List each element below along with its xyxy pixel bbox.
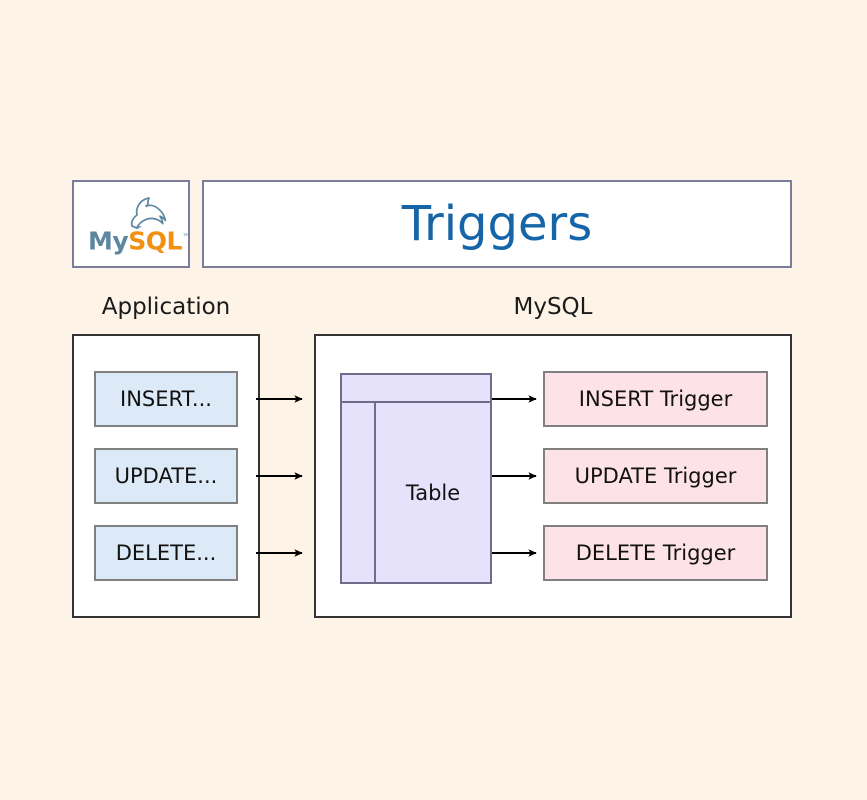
mysql-wordmark-my: My (88, 226, 129, 256)
page-title: Triggers (401, 196, 593, 252)
table-label: Table (405, 480, 461, 505)
statement-label: UPDATE... (114, 464, 218, 488)
statement-label: INSERT... (120, 387, 212, 411)
statement-box-update[interactable]: UPDATE... (94, 448, 238, 504)
table-header-divider (342, 401, 490, 403)
statement-box-delete[interactable]: DELETE... (94, 525, 238, 581)
arrows-application-to-table (256, 395, 303, 557)
trigger-label: INSERT Trigger (578, 387, 733, 411)
mysql-trademark: ™ (181, 233, 191, 243)
mysql-caption: MySQL (513, 294, 593, 320)
table-column-divider (374, 403, 376, 582)
trigger-box-update[interactable]: UPDATE Trigger (543, 448, 768, 504)
statement-label: DELETE... (115, 541, 217, 565)
dolphin-icon (130, 197, 167, 230)
table-shape[interactable]: Table (340, 373, 492, 584)
application-caption: Application (101, 294, 231, 320)
mysql-wordmark: MySQL™ (88, 224, 191, 256)
mysql-logo: MySQL™ (88, 196, 191, 256)
mysql-wordmark-sql: SQL (128, 226, 182, 256)
trigger-label: UPDATE Trigger (574, 464, 737, 488)
title-box: Triggers (202, 180, 792, 268)
trigger-box-delete[interactable]: DELETE Trigger (543, 525, 768, 581)
mysql-logo-inner: MySQL™ (74, 182, 191, 266)
trigger-label: DELETE Trigger (575, 541, 736, 565)
trigger-box-insert[interactable]: INSERT Trigger (543, 371, 768, 427)
statement-box-insert[interactable]: INSERT... (94, 371, 238, 427)
mysql-logo-box: MySQL™ (72, 180, 191, 268)
